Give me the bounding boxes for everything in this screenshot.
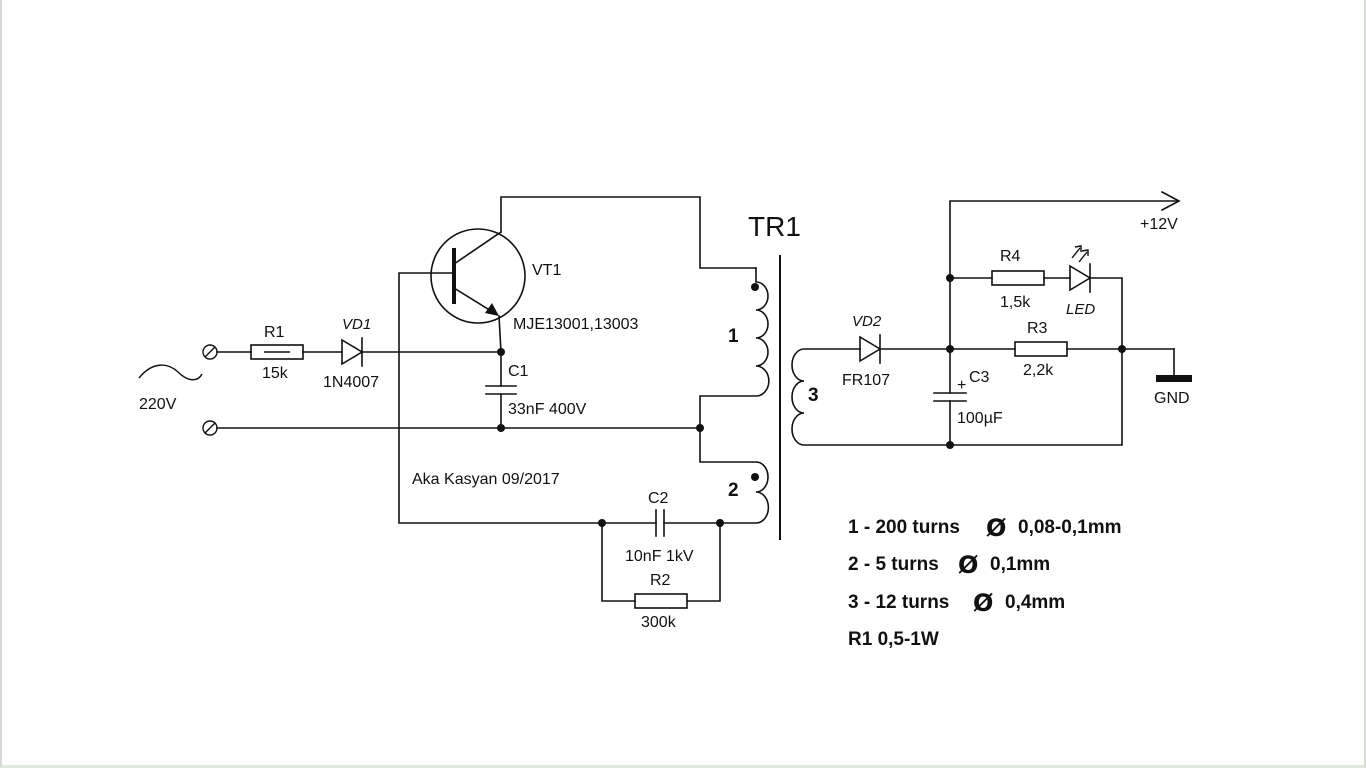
ac-voltage-label: 220V <box>139 396 177 413</box>
c2-value: 10nF 1kV <box>625 548 694 565</box>
diode-vd1 <box>341 337 364 367</box>
diameter-icon: Ø <box>986 514 1006 542</box>
winding-spec-2: 2 - 5 turns Ø 0,1mm <box>848 551 1050 579</box>
gnd-label: GND <box>1154 390 1190 407</box>
r2-value: 300k <box>641 614 677 631</box>
led-diode <box>1069 245 1092 293</box>
vt1-label: VT1 <box>532 262 561 279</box>
r3-value: 2,2k <box>1023 362 1054 379</box>
led-label: LED <box>1066 301 1095 318</box>
c1-value: 33nF 400V <box>508 401 587 418</box>
spec-2-wire: 0,1mm <box>990 554 1050 575</box>
transistor-vt1 <box>430 228 526 324</box>
winding-2-label: 2 <box>728 480 739 501</box>
author-credit: Aka Kasyan 09/2017 <box>412 471 560 488</box>
c3-plus-sign: + <box>957 377 966 394</box>
r4-label: R4 <box>1000 248 1021 265</box>
winding-3-label: 3 <box>808 385 819 406</box>
transformer-tr1 <box>699 255 951 540</box>
diameter-icon: Ø <box>958 551 978 579</box>
diameter-icon: Ø <box>973 589 993 617</box>
spec-1-wire: 0,08-0,1mm <box>1018 517 1122 538</box>
r4-value: 1,5k <box>1000 294 1031 311</box>
output-arrow <box>1160 190 1181 212</box>
ac-input <box>138 344 218 436</box>
c2-label: C2 <box>648 490 669 507</box>
resistor-r3 <box>1014 341 1068 357</box>
spec-3-turns: 3 - 12 turns <box>848 592 949 613</box>
gnd-symbol <box>1156 375 1192 382</box>
r3-label: R3 <box>1027 320 1048 337</box>
ac-sine-symbol <box>138 364 203 381</box>
c3-label: C3 <box>969 369 990 386</box>
winding-spec-1: 1 - 200 turns Ø 0,08-0,1mm <box>848 514 1122 542</box>
tr1-label: TR1 <box>748 211 801 242</box>
diode-vd2 <box>859 334 882 364</box>
spec-r1-power: R1 0,5-1W <box>848 629 939 650</box>
spec-2-turns: 2 - 5 turns <box>848 554 939 575</box>
c1-label: C1 <box>508 363 529 380</box>
vd2-part: FR107 <box>842 372 890 389</box>
winding1-dot <box>751 283 759 291</box>
spec-1-turns: 1 - 200 turns <box>848 517 960 538</box>
vd1-part: 1N4007 <box>323 374 379 391</box>
winding-spec-3: 3 - 12 turns Ø 0,4mm <box>848 589 1065 617</box>
r1-value: 15k <box>262 365 289 382</box>
r1-label: R1 <box>264 324 285 341</box>
spec-3-wire: 0,4mm <box>1005 592 1065 613</box>
vt1-part: MJE13001,13003 <box>513 316 639 333</box>
winding2-dot <box>751 473 759 481</box>
winding-1-label: 1 <box>728 326 739 347</box>
c3-value: 100µF <box>957 410 1003 427</box>
vout-label: +12V <box>1140 216 1178 233</box>
resistor-r4 <box>991 270 1045 286</box>
vd2-label: VD2 <box>852 313 882 330</box>
vd1-label: VD1 <box>342 316 371 333</box>
resistor-r2 <box>634 593 688 609</box>
r2-label: R2 <box>650 572 671 589</box>
